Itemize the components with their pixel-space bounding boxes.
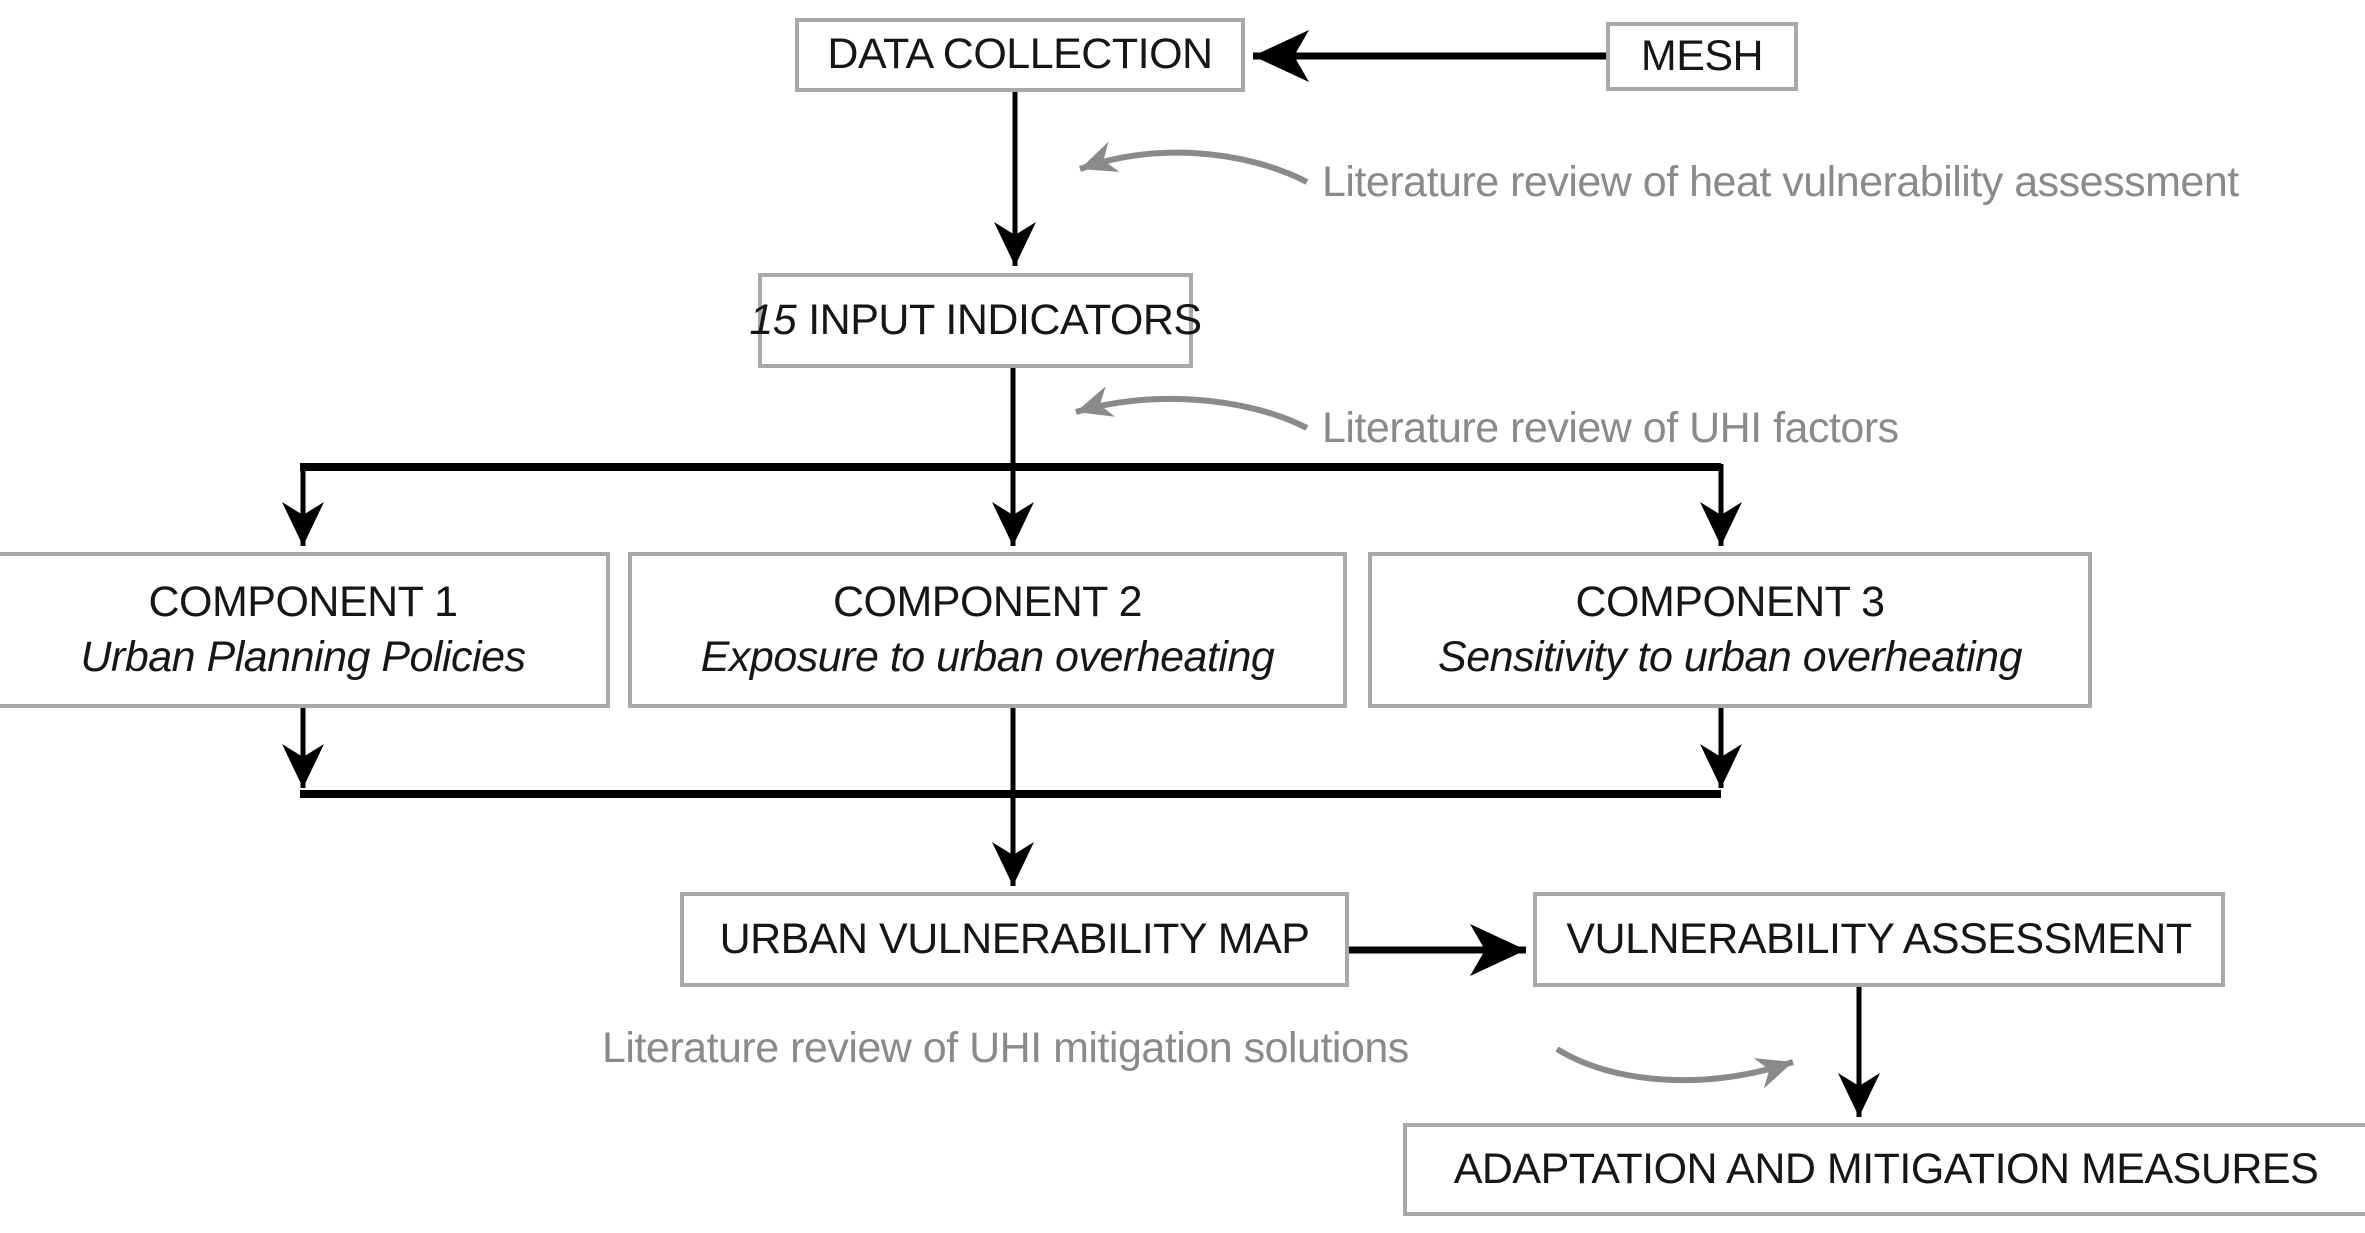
node-component3: COMPONENT 3 Sensitivity to urban overhea…: [1368, 552, 2092, 708]
node-data-collection: DATA COLLECTION: [795, 18, 1245, 92]
node-adaptation-measures-label: ADAPTATION AND MITIGATION MEASURES: [1453, 1144, 2319, 1193]
node-adaptation-measures: ADAPTATION AND MITIGATION MEASURES: [1403, 1123, 2365, 1216]
input-indicators-text: INPUT INDICATORS: [808, 295, 1202, 344]
gray-arrow-uhi-factors: [1075, 386, 1309, 431]
node-component1: COMPONENT 1 Urban Planning Policies: [0, 552, 610, 708]
annotation-uhi-factors: Literature review of UHI factors: [1322, 404, 1899, 452]
node-component3-title: COMPONENT 3: [1575, 577, 1885, 626]
gray-arrow-heat-vulnerability: [1078, 141, 1309, 185]
node-component2-subtitle: Exposure to urban overheating: [700, 633, 1275, 681]
annotation-heat-vulnerability: Literature review of heat vulnerability …: [1322, 158, 2239, 206]
node-component2: COMPONENT 2 Exposure to urban overheatin…: [628, 552, 1347, 708]
node-component1-title: COMPONENT 1: [148, 577, 458, 626]
annotation-uhi-mitigation: Literature review of UHI mitigation solu…: [602, 1024, 1409, 1072]
node-component1-subtitle: Urban Planning Policies: [80, 633, 526, 681]
gray-arrow-uhi-mitigation: [1555, 1046, 1794, 1089]
node-vulnerability-assessment: VULNERABILITY ASSESSMENT: [1533, 892, 2225, 987]
node-mesh-label: MESH: [1640, 31, 1764, 80]
input-indicators-count: 15: [749, 295, 797, 344]
node-component2-title: COMPONENT 2: [832, 577, 1143, 626]
node-vulnerability-assessment-label: VULNERABILITY ASSESSMENT: [1566, 914, 2192, 963]
node-urban-vulnerability-map-label: URBAN VULNERABILITY MAP: [719, 914, 1310, 963]
node-component3-subtitle: Sensitivity to urban overheating: [1438, 633, 2022, 681]
node-data-collection-label: DATA COLLECTION: [827, 30, 1213, 79]
node-mesh: MESH: [1606, 22, 1798, 91]
node-urban-vulnerability-map: URBAN VULNERABILITY MAP: [680, 892, 1349, 987]
